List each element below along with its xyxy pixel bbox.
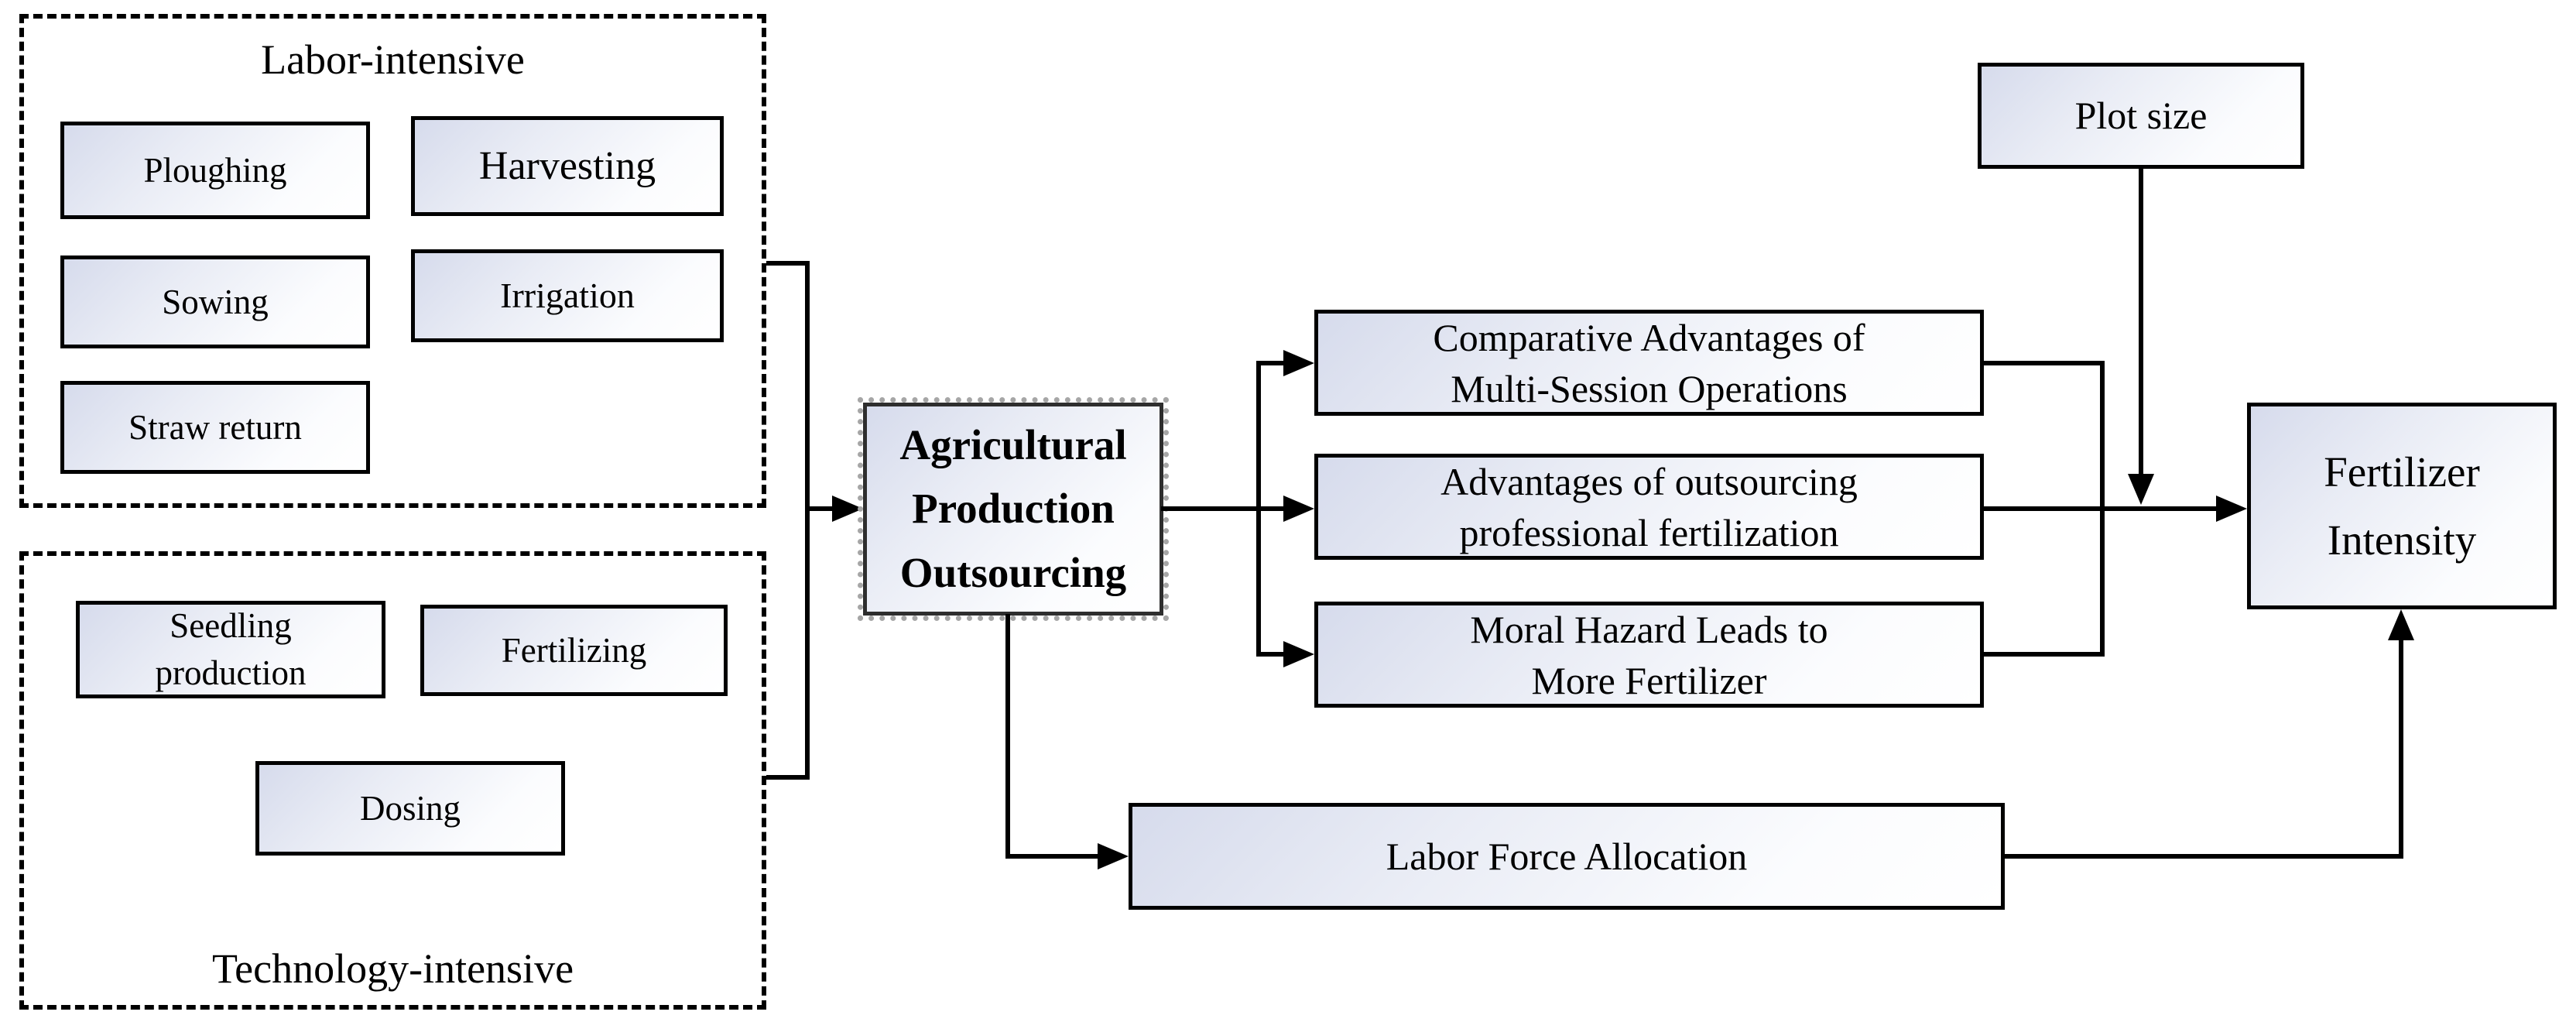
- node-seedling-production-line2: production: [155, 653, 307, 692]
- node-straw-return-label: Straw return: [128, 407, 302, 447]
- bracket-vertical: [805, 261, 810, 780]
- outsourcing-line2: Production: [912, 485, 1115, 533]
- connector-branch-mech3: [1256, 652, 1287, 657]
- node-agricultural-production-outsourcing: Agricultural Production Outsourcing: [858, 397, 1169, 621]
- node-fertilizing-label: Fertilizing: [501, 630, 647, 670]
- connector-mech3-merge: [1980, 652, 2105, 657]
- arrowhead-into-mech3: [1283, 641, 1314, 667]
- connector-up-to-fertilizer: [2399, 636, 2403, 859]
- node-dosing: Dosing: [255, 761, 565, 856]
- node-labor-force-allocation: Labor Force Allocation: [1129, 803, 2005, 910]
- bracket-bottom-stub: [766, 775, 810, 780]
- outsourcing-fertilization-line2: professional fertilization: [1459, 510, 1839, 554]
- labor-intensive-title: Labor-intensive: [261, 36, 525, 83]
- outsourcing-line3: Outsourcing: [899, 548, 1127, 596]
- moral-hazard-line1: Moral Hazard Leads to: [1470, 607, 1828, 651]
- node-sowing-label: Sowing: [162, 282, 269, 321]
- technology-intensive-group: [19, 551, 766, 1010]
- arrowhead-up-into-fertilizer: [2388, 609, 2414, 640]
- node-fertilizer-intensity: Fertilizer Intensity: [2247, 403, 2557, 609]
- technology-intensive-title: Technology-intensive: [211, 945, 574, 992]
- connector-outsourcing-branch: [1161, 506, 1261, 511]
- outsourcing-fertilization-line1: Advantages of outsourcing: [1440, 459, 1858, 503]
- node-moral-hazard: Moral Hazard Leads to More Fertilizer: [1314, 602, 1984, 708]
- arrowhead-into-mech1: [1283, 350, 1314, 376]
- node-dosing-label: Dosing: [359, 788, 461, 828]
- fertilizer-intensity-line1: Fertilizer: [2324, 448, 2480, 496]
- labor-force-allocation-label: Labor Force Allocation: [1386, 834, 1748, 878]
- outsourcing-line1: Agricultural: [899, 420, 1127, 468]
- bracket-top-stub: [766, 261, 810, 266]
- connector-labor-force-out: [2001, 854, 2403, 859]
- node-seedling-production: Seedling production: [76, 601, 385, 698]
- comparative-advantages-line2: Multi-Session Operations: [1451, 366, 1848, 410]
- labor-intensive-group: [19, 14, 766, 508]
- node-seedling-production-line1: Seedling: [170, 606, 292, 646]
- moral-hazard-line2: More Fertilizer: [1531, 658, 1767, 702]
- arrowhead-into-fertilizer: [2216, 496, 2247, 522]
- node-ploughing: Ploughing: [60, 122, 370, 219]
- node-outsourcing-fertilization-advantages: Advantages of outsourcing professional f…: [1314, 454, 1984, 560]
- node-ploughing-label: Ploughing: [143, 150, 287, 190]
- connector-outsourcing-down: [1005, 614, 1010, 859]
- connector-merge-fertilizer: [1980, 506, 2220, 511]
- node-irrigation: Irrigation: [411, 249, 724, 342]
- connector-bracket-outsourcing: [805, 506, 840, 511]
- node-irrigation-label: Irrigation: [500, 276, 635, 316]
- arrowhead-plot-size-down: [2128, 474, 2154, 505]
- node-plot-size: Plot size: [1978, 63, 2304, 169]
- connector-branch-mech1: [1256, 361, 1287, 365]
- connector-into-labor-force: [1005, 854, 1101, 859]
- node-straw-return: Straw return: [60, 381, 370, 474]
- comparative-advantages-line1: Comparative Advantages of: [1433, 315, 1865, 359]
- arrowhead-into-mech2: [1283, 496, 1314, 522]
- node-comparative-advantages: Comparative Advantages of Multi-Session …: [1314, 310, 1984, 416]
- node-harvesting-label: Harvesting: [478, 143, 656, 188]
- arrowhead-into-labor-force: [1098, 843, 1129, 869]
- fertilizer-intensity-line2: Intensity: [2327, 516, 2477, 564]
- connector-plot-size: [2139, 166, 2143, 476]
- connector-branch-mech2: [1256, 506, 1287, 511]
- connector-mech1-merge: [1980, 361, 2105, 365]
- plot-size-label: Plot size: [2074, 94, 2208, 137]
- node-fertilizing: Fertilizing: [420, 605, 728, 696]
- node-harvesting: Harvesting: [411, 116, 724, 216]
- arrowhead-into-outsourcing: [832, 496, 863, 522]
- node-sowing: Sowing: [60, 256, 370, 348]
